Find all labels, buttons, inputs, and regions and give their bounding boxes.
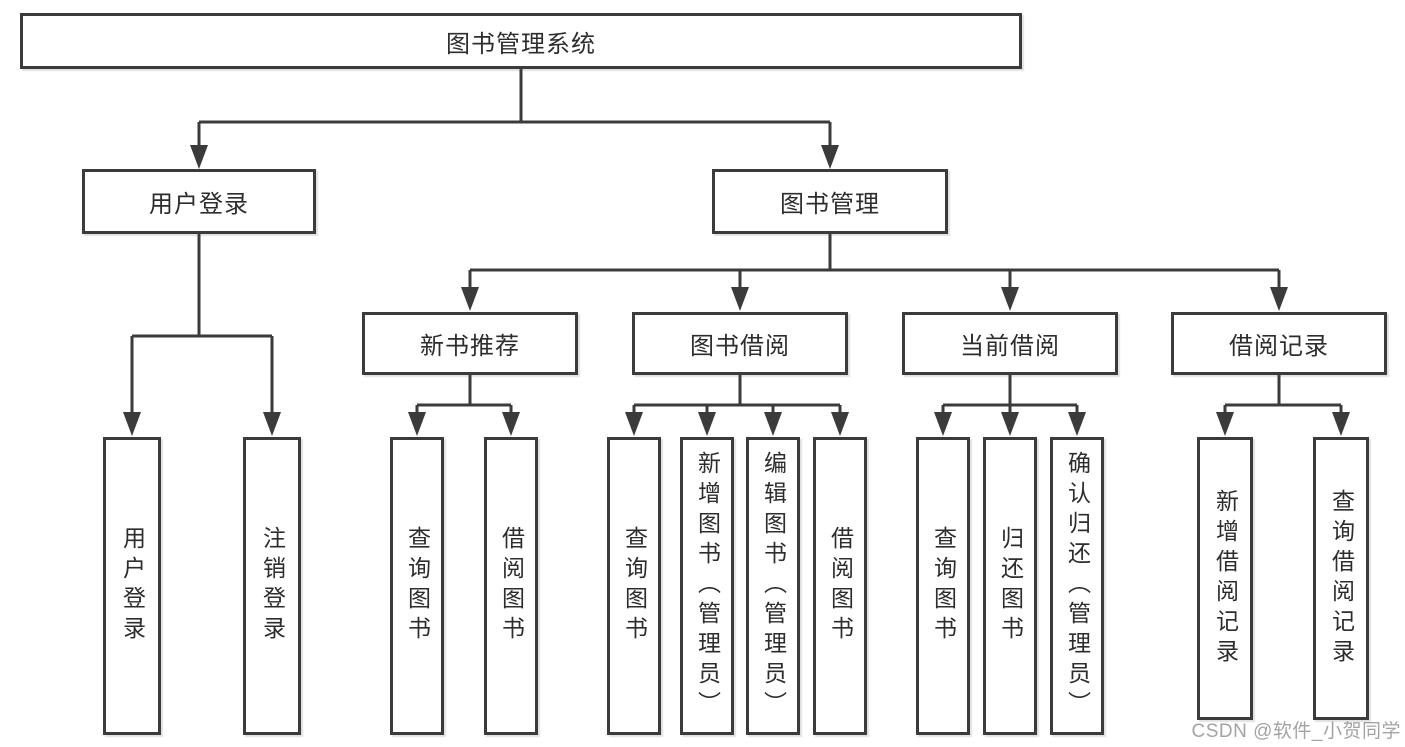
node-root-title: 图书管理系统	[20, 13, 1022, 69]
node-user-login: 用户登录	[82, 169, 316, 234]
arrowhead	[698, 412, 716, 436]
leaf-edit-book-admin: 编辑图书（管理员）	[746, 437, 800, 735]
connector-root-to-level2	[190, 69, 839, 169]
leaf-user-login: 用户登录	[103, 437, 161, 735]
node-label: 图书管理系统	[446, 30, 596, 58]
leaf-return-book: 归还图书	[983, 437, 1037, 735]
arrowhead	[1270, 287, 1288, 311]
arrowhead	[821, 145, 839, 169]
arrowhead	[123, 412, 141, 436]
arrowhead	[190, 145, 208, 169]
leaf-confirm-return-admin: 确认归还（管理员）	[1050, 437, 1104, 735]
node-label: 用户登录	[119, 526, 146, 646]
node-label: 编辑图书（管理员）	[760, 451, 787, 721]
node-label: 新增借阅记录	[1212, 488, 1239, 669]
arrowhead	[1001, 287, 1019, 311]
leaf-add-borrow-record: 新增借阅记录	[1197, 437, 1253, 720]
node-label: 归还图书	[997, 526, 1024, 646]
node-label: 查询图书	[404, 526, 431, 646]
node-label: 图书借阅	[690, 333, 790, 360]
leaf-logout: 注销登录	[243, 437, 301, 735]
csdn-watermark: CSDN @软件_小贺同学	[1191, 721, 1401, 742]
leaf-query-book-recommend: 查询图书	[390, 437, 444, 735]
node-book-borrow: 图书借阅	[632, 312, 848, 375]
arrowhead	[831, 412, 849, 436]
leaf-query-borrow-record: 查询借阅记录	[1313, 437, 1369, 720]
node-label: 借阅图书	[827, 526, 854, 646]
leaf-borrow-book-recommend: 借阅图书	[484, 437, 538, 735]
arrowhead	[764, 412, 782, 436]
connector-book-mgmt-children	[461, 234, 1288, 311]
node-borrow-record: 借阅记录	[1171, 312, 1387, 375]
node-label: 借阅记录	[1229, 333, 1329, 360]
leaf-query-book-current: 查询图书	[916, 437, 970, 735]
node-book-management: 图书管理	[712, 169, 948, 234]
arrowhead	[1001, 412, 1019, 436]
node-label: 新书推荐	[420, 333, 520, 360]
leaf-add-book-admin: 新增图书（管理员）	[680, 437, 734, 735]
node-label: 新增图书（管理员）	[694, 451, 721, 721]
node-label: 确认归还（管理员）	[1064, 451, 1091, 721]
connector-borrow-record-children	[1216, 375, 1350, 436]
arrowhead	[934, 412, 952, 436]
leaf-query-book-borrow: 查询图书	[607, 437, 661, 735]
connector-current-borrow-children	[934, 375, 1086, 436]
leaf-borrow-book: 借阅图书	[813, 437, 867, 735]
connector-book-borrow-children	[625, 375, 849, 436]
node-current-borrow: 当前借阅	[902, 312, 1118, 375]
node-label: 查询图书	[930, 526, 957, 646]
node-label: 注销登录	[259, 526, 286, 646]
arrowhead	[263, 412, 281, 436]
connector-new-book-rec-children	[408, 375, 520, 436]
arrowhead	[461, 287, 479, 311]
node-label: 查询图书	[621, 526, 648, 646]
node-label: 图书管理	[780, 191, 880, 218]
arrowhead	[1068, 412, 1086, 436]
arrowhead	[408, 412, 426, 436]
node-label: 用户登录	[149, 191, 249, 218]
node-new-book-recommend: 新书推荐	[362, 312, 578, 375]
arrowhead	[502, 412, 520, 436]
arrowhead	[1216, 412, 1234, 436]
arrowhead	[625, 412, 643, 436]
connector-user-login-children	[123, 234, 281, 436]
arrowhead	[731, 287, 749, 311]
node-label: 查询借阅记录	[1328, 488, 1355, 669]
node-label: 当前借阅	[960, 333, 1060, 360]
node-label: 借阅图书	[498, 526, 525, 646]
arrowhead	[1332, 412, 1350, 436]
